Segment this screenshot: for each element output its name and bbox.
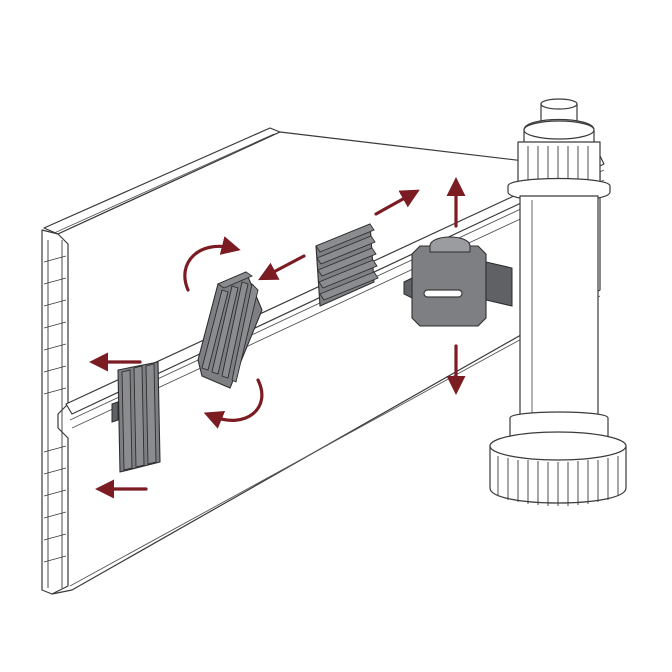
clamp-ring	[429, 236, 471, 253]
clamp-left-tab	[403, 277, 413, 299]
arrow-up-right-icon	[374, 189, 420, 216]
leg-top-cap-face	[540, 98, 578, 110]
clamp-slot	[423, 289, 463, 298]
plinth-profile-edge	[41, 229, 69, 595]
leg-clamp-bracket	[403, 236, 513, 327]
clip-middle-fins	[201, 271, 259, 383]
motion-arrows	[89, 177, 466, 499]
leg-head-flutes	[527, 146, 589, 194]
clip-left-tab	[111, 401, 119, 423]
leg-foot-knurling	[497, 456, 619, 506]
clamp-body	[411, 245, 487, 327]
clip-middle	[197, 271, 263, 389]
clip-top-fins	[315, 223, 379, 301]
clip-left-fins	[121, 363, 157, 471]
adjustable-leg	[489, 98, 627, 506]
leg-foot-top-face	[489, 431, 627, 461]
clamp-side-wing	[485, 261, 513, 307]
plinth-lower-line	[69, 295, 601, 587]
plinth-profile-ribs	[43, 240, 67, 588]
leg-collar-face	[523, 120, 595, 140]
arrow-down-left-icon	[258, 254, 306, 281]
clip-left	[111, 361, 161, 473]
rotate-clockwise-icon	[183, 236, 241, 292]
clip-top	[315, 223, 379, 307]
rotate-clockwise-icon	[203, 378, 264, 429]
